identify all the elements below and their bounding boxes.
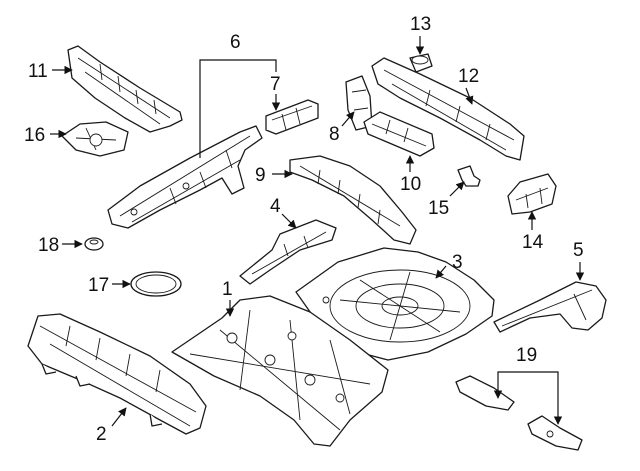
callout-8: 8 [329,124,340,145]
callout-19: 19 [516,345,537,366]
callout-18: 18 [38,235,59,256]
callout-5: 5 [573,240,584,261]
part-2-rear-panel[interactable] [27,313,207,435]
part-18-plug[interactable] [84,237,104,251]
callout-leaders [50,36,585,427]
part-3-spare-tire-pan[interactable] [295,247,495,361]
callout-16: 16 [24,125,45,146]
callout-12: 12 [458,66,479,87]
part-17-gasket[interactable] [130,271,182,297]
callout-2: 2 [96,424,107,445]
part-15-clip[interactable] [457,165,481,187]
part-1-floor-pan[interactable] [171,295,389,447]
callout-10: 10 [400,174,421,195]
callout-4: 4 [270,196,281,217]
callout-6: 6 [230,32,241,53]
callout-13: 13 [410,14,431,35]
part-11-rail[interactable] [67,45,183,133]
part-16-bracket[interactable] [61,121,129,157]
callout-17: 17 [88,275,109,296]
callout-15: 15 [428,198,449,219]
part-4-reinforcement[interactable] [239,219,337,285]
callout-14: 14 [522,232,544,253]
callout-11: 11 [28,61,48,82]
part-14-bracket[interactable] [507,173,557,215]
part-19-brackets[interactable] [455,375,583,451]
part-13-stopper[interactable] [409,53,433,73]
callout-7: 7 [270,74,281,95]
part-6-side-member[interactable] [107,125,263,229]
part-7-reinforcement[interactable] [265,99,319,135]
part-5-rail[interactable] [493,281,607,333]
callout-9: 9 [255,165,266,186]
callout-1: 1 [222,279,233,300]
part-9-panel[interactable] [289,155,417,245]
part-12-rail[interactable] [371,57,525,161]
part-10-cross-member[interactable] [363,111,435,157]
callout-3: 3 [452,252,463,273]
callout-labels: 1 2 3 4 5 6 7 8 9 10 11 12 13 14 15 16 1… [24,14,584,445]
